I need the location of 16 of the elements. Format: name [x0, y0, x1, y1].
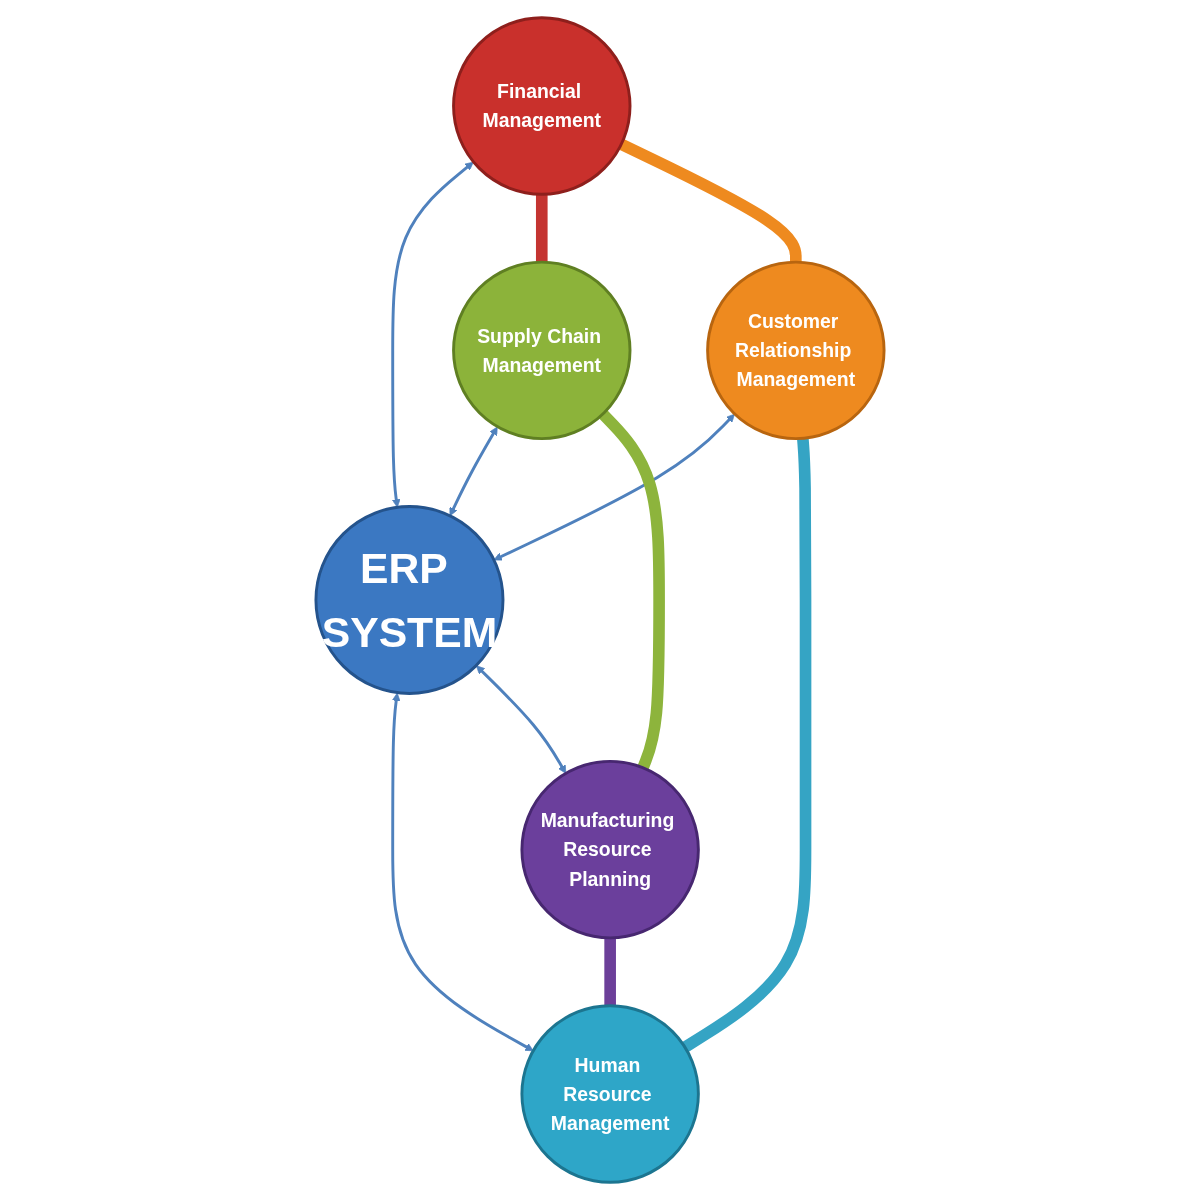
connector — [535, 194, 548, 263]
node-circle: Customer Relationship Management — [706, 260, 886, 441]
node-circle: Supply Chain Management — [452, 260, 632, 441]
arrow — [449, 426, 498, 517]
connector — [618, 139, 802, 263]
connector — [604, 937, 616, 1006]
connector — [681, 437, 812, 1053]
node-circle: ERP SYSTEM — [314, 505, 505, 695]
arrow — [493, 413, 735, 561]
node-circle: Financial Management — [452, 16, 632, 196]
arrow — [476, 665, 567, 774]
arrow — [391, 161, 474, 508]
arrow — [391, 692, 534, 1052]
node-circle: Human Resource Management — [520, 1004, 700, 1184]
connector — [598, 409, 665, 770]
node-circle: Manufacturing Resource Planning — [520, 759, 700, 940]
